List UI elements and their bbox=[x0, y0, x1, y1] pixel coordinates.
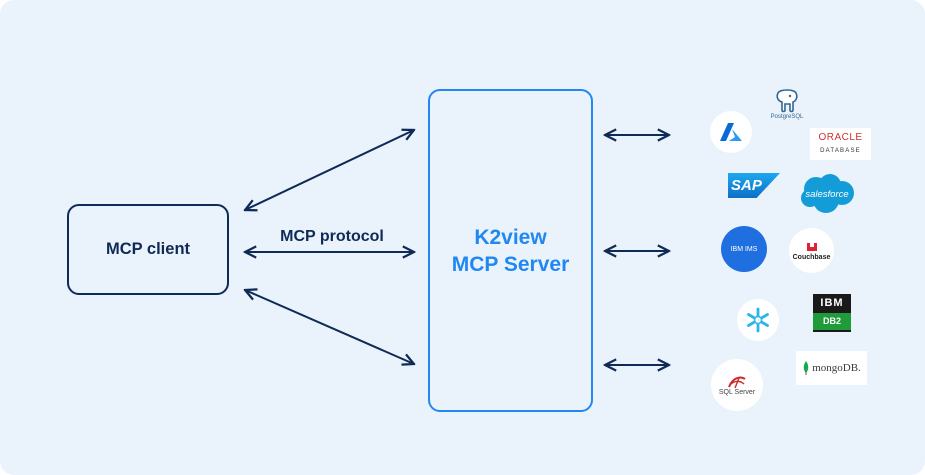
sql-server-icon bbox=[728, 376, 746, 388]
ibm-db2-ibm-text: IBM bbox=[820, 297, 844, 309]
oracle-database-text: DATABASE bbox=[820, 147, 861, 154]
azure-logo bbox=[710, 111, 752, 153]
server-title-line2: MCP Server bbox=[451, 252, 570, 276]
postgresql-logo: PostgreSQL bbox=[764, 86, 810, 122]
oracle-text: ORACLE bbox=[818, 131, 863, 143]
arrow-client-server-bottom bbox=[245, 290, 414, 364]
mongodb-text: mongoDB. bbox=[812, 362, 861, 374]
mongodb-leaf-icon bbox=[803, 361, 809, 375]
sql-server-text: SQL Server bbox=[718, 388, 756, 396]
snowflake-logo bbox=[737, 299, 779, 341]
postgresql-elephant-icon bbox=[776, 88, 798, 112]
postgresql-text: PostgreSQL bbox=[770, 113, 804, 120]
couchbase-logo: Couchbase bbox=[789, 228, 834, 273]
k2view-mcp-server-box: K2view MCP Server bbox=[428, 89, 593, 412]
mongodb-logo: mongoDB. bbox=[796, 351, 867, 385]
snowflake-icon bbox=[747, 307, 769, 333]
ibm-db2-db2-text: DB2 bbox=[813, 313, 851, 330]
sql-server-logo: SQL Server bbox=[711, 359, 763, 411]
ibm-db2-logo: IBM DB2 bbox=[813, 294, 851, 332]
sap-text: SAP bbox=[731, 177, 762, 194]
ibm-ims-text: IBM IMS bbox=[730, 245, 758, 253]
salesforce-logo: salesforce bbox=[798, 173, 856, 215]
couchbase-text: Couchbase bbox=[792, 254, 831, 261]
salesforce-cloud-icon bbox=[801, 174, 854, 213]
azure-icon bbox=[720, 123, 742, 141]
arrow-client-server-top bbox=[245, 130, 414, 210]
server-title-line1: K2view bbox=[474, 225, 547, 249]
mcp-protocol-label: MCP protocol bbox=[280, 228, 384, 245]
ibm-ims-logo: IBM IMS bbox=[721, 226, 767, 272]
couchbase-icon bbox=[806, 243, 817, 251]
salesforce-text: salesforce bbox=[805, 188, 849, 200]
oracle-database-logo: ORACLE DATABASE bbox=[810, 128, 871, 160]
mcp-client-label: MCP client bbox=[105, 240, 191, 258]
mcp-client-box: MCP client bbox=[67, 204, 229, 295]
